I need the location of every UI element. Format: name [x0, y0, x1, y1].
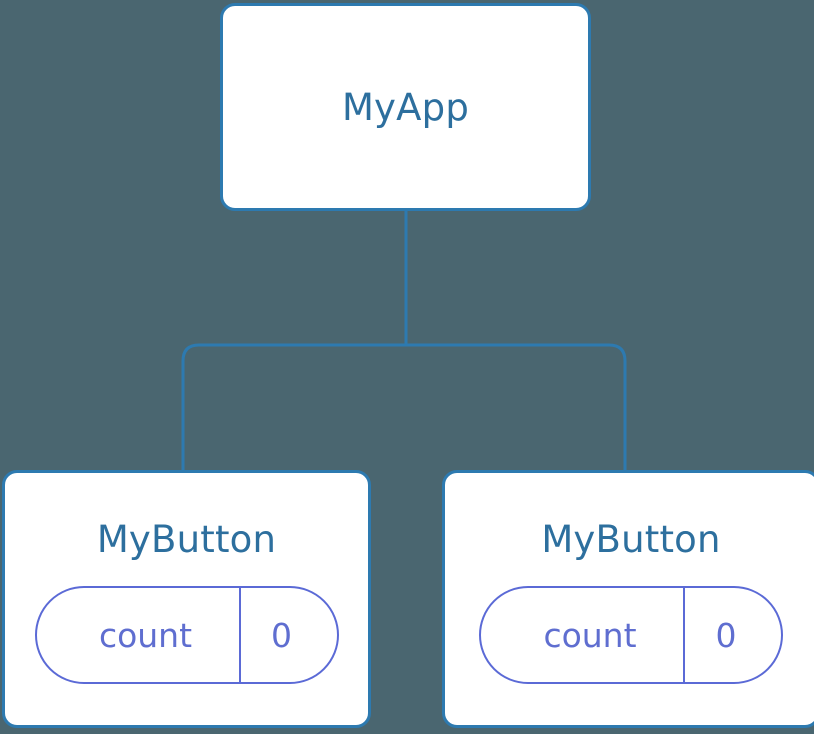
state-key-label: count: [543, 615, 637, 655]
node-title-myapp: MyApp: [341, 85, 470, 129]
connector-branch-right: [406, 343, 627, 472]
state-divider: [683, 588, 685, 682]
state-badge-count[interactable]: count 0: [479, 586, 783, 684]
state-value-label: 0: [271, 615, 292, 655]
tree-node-root[interactable]: MyApp: [220, 3, 591, 211]
state-key-label: count: [98, 615, 193, 655]
state-divider: [238, 588, 241, 682]
state-value-label: 0: [715, 615, 737, 655]
tree-node-child-right[interactable]: MyButton count 0: [442, 470, 814, 728]
connector-branch-left: [181, 343, 406, 472]
node-title-mybutton: MyButton: [541, 518, 721, 561]
node-title-mybutton: MyButton: [96, 518, 277, 561]
tree-node-child-left[interactable]: MyButton count 0: [2, 470, 371, 728]
state-badge-count[interactable]: count 0: [34, 586, 339, 684]
